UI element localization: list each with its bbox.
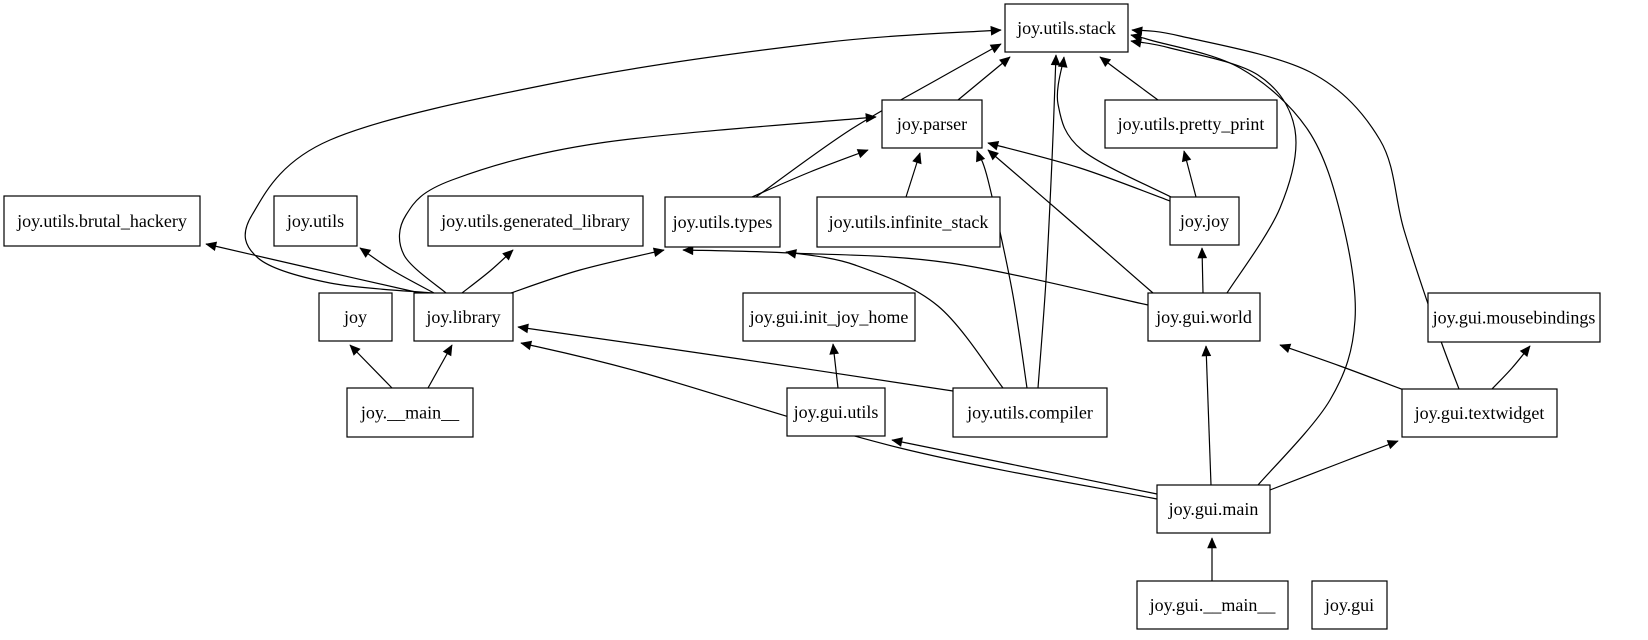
- node-box-utils: [273, 195, 358, 247]
- edge-types-to-parser: [751, 149, 869, 198]
- node-label-joy_joy: joy.joy: [1179, 211, 1229, 231]
- edge-library-to-utils: [359, 247, 435, 294]
- node-textwidget: joy.gui.textwidget: [1401, 388, 1558, 438]
- node-label-gui_utils: joy.gui.utils: [793, 402, 879, 422]
- edge-library-to-brutal_hackery: [205, 241, 421, 294]
- node-box-textwidget: [1401, 388, 1558, 438]
- edge-library-to-stack: [244, 25, 1002, 294]
- edge-world-to-parser: [987, 149, 1154, 294]
- node-label-generated_library: joy.utils.generated_library: [440, 211, 630, 231]
- edge-gui_main-to-stack: [1130, 32, 1356, 486]
- node-box-gui_dunder_main: [1136, 580, 1289, 630]
- node-infinite_stack: joy.utils.infinite_stack: [816, 196, 1001, 248]
- node-box-generated_library: [427, 195, 644, 247]
- node-label-infinite_stack: joy.utils.infinite_stack: [828, 212, 989, 232]
- node-label-brutal_hackery: joy.utils.brutal_hackery: [16, 211, 187, 231]
- node-label-library: joy.library: [425, 307, 500, 327]
- edge-joy_joy-to-pretty_print: [1181, 150, 1197, 198]
- node-mousebindings: joy.gui.mousebindings: [1427, 292, 1601, 343]
- edge-world-to-types: [682, 245, 1149, 306]
- node-utils: joy.utils: [273, 195, 358, 247]
- node-label-types: joy.utils.types: [672, 212, 773, 232]
- edge-world-to-stack: [1130, 38, 1297, 294]
- node-label-main: joy.__main__: [360, 403, 460, 423]
- node-label-mousebindings: joy.gui.mousebindings: [1432, 308, 1596, 328]
- node-label-world: joy.gui.world: [1155, 307, 1252, 327]
- node-box-gui: [1311, 580, 1388, 630]
- node-label-textwidget: joy.gui.textwidget: [1414, 403, 1545, 423]
- node-label-gui_main: joy.gui.main: [1168, 499, 1259, 519]
- node-pretty_print: joy.utils.pretty_print: [1104, 99, 1278, 149]
- node-box-stack: [1004, 3, 1129, 53]
- node-label-init_joy_home: joy.gui.init_joy_home: [749, 307, 909, 327]
- edge-compiler-to-types: [785, 249, 1004, 389]
- node-library: joy.library: [413, 292, 514, 342]
- node-stack: joy.utils.stack: [1004, 3, 1129, 53]
- node-gui_utils: joy.gui.utils: [786, 387, 886, 437]
- node-box-parser: [881, 99, 983, 149]
- edge-infinite_stack-to-parser: [905, 152, 922, 198]
- edge-parser-to-stack: [957, 56, 1011, 101]
- edge-compiler-to-stack: [1037, 54, 1061, 389]
- edge-library-to-types: [507, 247, 665, 295]
- node-world: joy.gui.world: [1147, 292, 1261, 342]
- node-box-world: [1147, 292, 1261, 342]
- node-box-infinite_stack: [816, 196, 1001, 248]
- node-brutal_hackery: joy.utils.brutal_hackery: [3, 195, 201, 247]
- node-box-compiler: [952, 387, 1108, 438]
- node-gui_dunder_main: joy.gui.__main__: [1136, 580, 1289, 630]
- edge-pretty_print-to-stack: [1099, 56, 1159, 101]
- node-box-brutal_hackery: [3, 195, 201, 247]
- edge-library-to-generated_library: [461, 249, 514, 294]
- node-joy: joy: [318, 292, 393, 342]
- node-init_joy_home: joy.gui.init_joy_home: [742, 292, 916, 342]
- node-label-stack: joy.utils.stack: [1016, 18, 1116, 38]
- node-label-utils: joy.utils: [286, 211, 344, 231]
- node-generated_library: joy.utils.generated_library: [427, 195, 644, 247]
- node-box-init_joy_home: [742, 292, 916, 342]
- node-types: joy.utils.types: [664, 196, 781, 248]
- node-box-mousebindings: [1427, 292, 1601, 343]
- node-label-gui: joy.gui: [1324, 595, 1374, 615]
- edge-gui_main-to-gui_utils: [891, 437, 1158, 495]
- edge-joy_joy-to-parser: [987, 141, 1171, 202]
- node-joy_joy: joy.joy: [1169, 196, 1240, 246]
- nodes-layer: joy.utils.stack joy.parser joy.utils.prett…: [3, 3, 1601, 630]
- edge-textwidget-to-mousebindings: [1491, 345, 1531, 390]
- node-box-pretty_print: [1104, 99, 1278, 149]
- node-box-library: [413, 292, 514, 342]
- node-box-gui_main: [1156, 484, 1271, 534]
- node-label-pretty_print: joy.utils.pretty_print: [1117, 114, 1265, 134]
- node-box-joy: [318, 292, 393, 342]
- edge-joy_joy-to-stack: [1056, 56, 1172, 198]
- node-compiler: joy.utils.compiler: [952, 387, 1108, 438]
- edge-main-to-library: [427, 344, 453, 389]
- node-gui_main: joy.gui.main: [1156, 484, 1271, 534]
- edge-gui_utils-to-init_joy_home: [829, 343, 839, 389]
- node-box-types: [664, 196, 781, 248]
- edge-compiler-to-parser: [976, 150, 1028, 389]
- edge-library-to-parser: [398, 113, 877, 294]
- node-box-joy_joy: [1169, 196, 1240, 246]
- edge-compiler-to-library: [517, 323, 954, 392]
- node-label-parser: joy.parser: [896, 114, 967, 134]
- edge-gui_main-to-world: [1201, 345, 1212, 486]
- edge-textwidget-to-world: [1279, 343, 1405, 391]
- edge-main-to-joy: [349, 344, 393, 389]
- node-label-gui_dunder_main: joy.gui.__main__: [1149, 595, 1277, 615]
- node-box-main: [346, 387, 474, 438]
- node-label-compiler: joy.utils.compiler: [966, 403, 1093, 423]
- node-box-gui_utils: [786, 387, 886, 437]
- node-main: joy.__main__: [346, 387, 474, 438]
- edge-gui_main-to-textwidget: [1269, 440, 1399, 491]
- node-label-joy: joy: [343, 307, 367, 327]
- node-parser: joy.parser: [881, 99, 983, 149]
- edge-world-to-joy_joy: [1197, 247, 1208, 294]
- node-gui: joy.gui: [1311, 580, 1388, 630]
